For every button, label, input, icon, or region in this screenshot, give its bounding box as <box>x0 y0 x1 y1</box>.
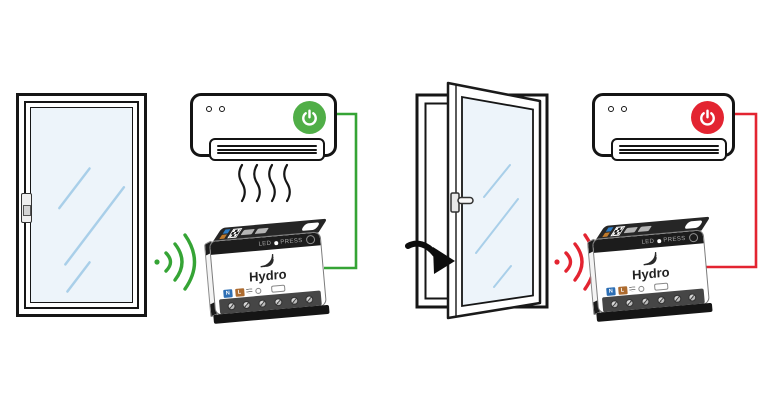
hydro-device: LED PRESS Hydro N L <box>587 216 713 322</box>
top-label-glyph <box>623 226 638 234</box>
hydro-device: LED PRESS Hydro N L <box>204 218 330 324</box>
ac-indicator-light <box>621 106 627 112</box>
closed-window <box>16 93 147 317</box>
scene-window-open-ac-off: LED PRESS Hydro N L <box>385 0 770 400</box>
ac-indicator-light <box>608 106 614 112</box>
device-front-face: LED PRESS Hydro N L <box>591 229 710 314</box>
switch-symbol-icon <box>270 284 286 293</box>
lamp-symbol-icon <box>637 285 645 292</box>
green-wire <box>324 112 358 270</box>
airflow-waves-icon <box>238 163 291 203</box>
device-top-connector <box>683 220 704 229</box>
terminal-screw-icon <box>305 294 314 304</box>
lamp-symbol-icon <box>254 287 262 294</box>
top-label-glyph <box>240 228 255 236</box>
power-icon <box>302 109 317 126</box>
terminal-screw-icon <box>242 300 252 309</box>
ac-vent <box>209 138 325 161</box>
device-branding-area: Hydro <box>594 243 707 287</box>
top-label-glyph <box>637 225 652 233</box>
window-opening-arrowhead <box>433 247 455 274</box>
terminal-screw-icon <box>641 296 650 306</box>
press-button-icon <box>305 234 316 245</box>
hydro-brand-label: Hydro <box>249 265 287 285</box>
window-glass <box>30 107 133 303</box>
terminal-l-label: L <box>234 287 245 297</box>
air-conditioner-on <box>190 93 337 161</box>
terminal-screw-icon <box>273 297 283 307</box>
device-front-face: LED PRESS Hydro N L <box>208 231 327 316</box>
terminal-screw-icon <box>609 299 619 309</box>
ac-indicator-light <box>219 106 225 112</box>
terminal-l-label: L <box>617 285 628 295</box>
press-button-icon <box>688 232 699 243</box>
terminal-screw-icon <box>625 298 635 307</box>
glass-reflection-streaks <box>58 167 126 293</box>
terminal-n-label: N <box>223 288 233 298</box>
window-handle-lever <box>457 196 474 205</box>
press-label: PRESS <box>663 235 686 244</box>
ground-symbol-icon <box>246 288 253 294</box>
terminal-screw-icon <box>672 294 682 303</box>
window-inner-frame <box>24 101 139 309</box>
hydro-wave-logo-icon <box>260 253 274 267</box>
power-button-off <box>691 101 724 134</box>
switch-symbol-icon <box>653 282 669 291</box>
led-label: LED <box>258 240 272 248</box>
led-indicator-icon <box>273 240 279 245</box>
hydro-wave-logo-icon <box>643 251 657 265</box>
window-handle <box>21 193 32 223</box>
open-window <box>405 81 549 320</box>
press-label: PRESS <box>280 237 303 246</box>
terminal-screw-icon <box>688 292 697 302</box>
device-branding-area: Hydro <box>211 245 324 289</box>
led-label: LED <box>641 238 655 246</box>
led-indicator-icon <box>656 238 662 243</box>
air-conditioner-off <box>592 93 735 161</box>
window-opening-arrow-icon <box>405 240 438 257</box>
device-top-connector <box>300 222 321 231</box>
terminal-screw-icon <box>226 301 236 311</box>
power-button-on <box>293 101 326 134</box>
ac-indicator-light <box>206 106 212 112</box>
hydro-brand-label: Hydro <box>632 263 670 283</box>
radio-waves-icon <box>154 233 197 291</box>
terminal-screw-icon <box>289 296 299 305</box>
power-icon <box>700 109 715 126</box>
scene-window-closed-ac-on: LED PRESS Hydro N L <box>16 93 358 324</box>
terminal-screw-icon <box>656 295 666 305</box>
ground-symbol-icon <box>629 286 636 292</box>
ac-vent <box>611 138 727 161</box>
terminal-screw-icon <box>258 298 267 308</box>
top-label-glyph <box>254 227 269 235</box>
terminal-n-label: N <box>606 286 616 296</box>
window-glass <box>461 95 534 308</box>
red-wire <box>703 112 758 269</box>
